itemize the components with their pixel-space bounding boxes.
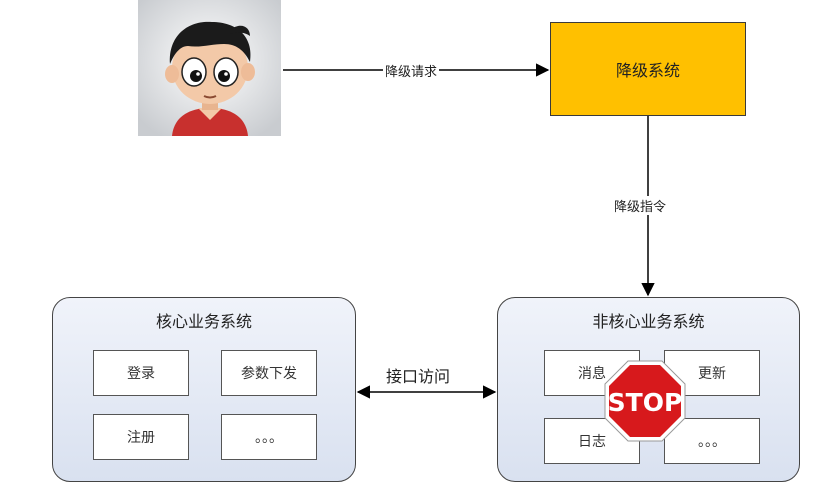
degrade-command-label: 降级指令	[612, 196, 669, 215]
degrade-request-label: 降级请求	[383, 61, 440, 80]
noncore-system-title: 非核心业务系统	[592, 312, 705, 331]
module-more-noncore: 。。。	[664, 418, 760, 464]
module-more: 。。。	[221, 414, 317, 460]
noncore-business-system: 非核心业务系统 消息 更新 日志 。。。	[497, 297, 800, 482]
module-register: 注册	[93, 414, 189, 460]
stop-sign-text: STOP	[608, 388, 683, 417]
user-avatar-image	[138, 0, 281, 136]
degrade-system-label: 降级系统	[615, 61, 680, 80]
core-business-system: 核心业务系统 登录 参数下发 注册 。。。	[52, 297, 356, 482]
degrade-system-box: 降级系统	[550, 22, 746, 116]
interface-access-label: 接口访问	[386, 367, 451, 386]
module-login: 登录	[93, 350, 189, 396]
core-system-title: 核心业务系统	[155, 312, 252, 331]
module-param-dispatch: 参数下发	[221, 350, 317, 396]
stop-sign-icon: STOP	[604, 360, 686, 442]
